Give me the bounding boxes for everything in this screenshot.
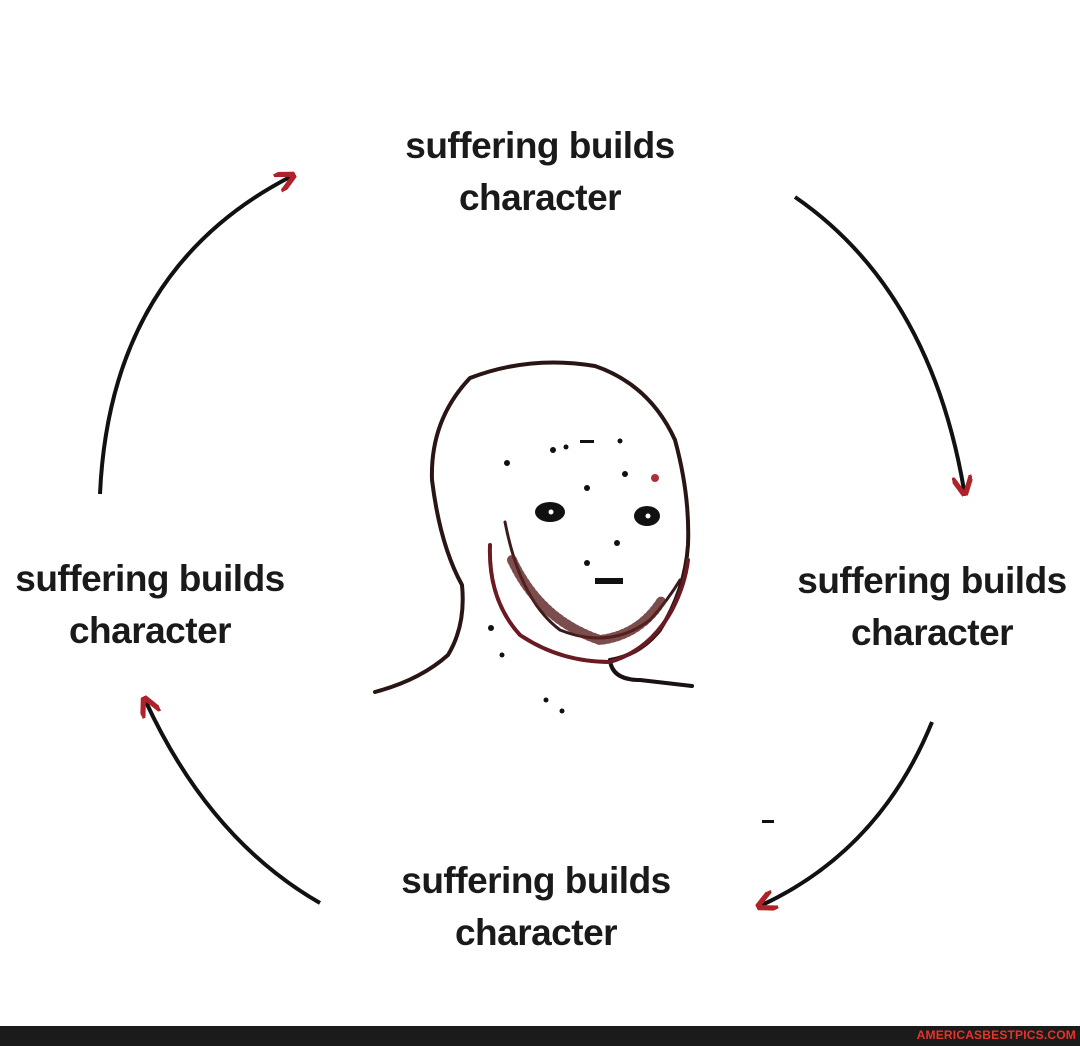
caption-line1: suffering builds (401, 860, 671, 901)
caption-line1: suffering builds (405, 125, 675, 166)
caption-line2: character (850, 612, 1014, 653)
caption-line1: suffering builds (797, 560, 1067, 601)
caption-line2: character (458, 177, 622, 218)
caption-left: suffering builds character (0, 553, 330, 657)
arrow-top-left (98, 177, 290, 495)
arrow-bottom-right (762, 721, 934, 905)
watermark-bar: AMERICASBESTPICS.COM (0, 1026, 1080, 1046)
arrow-bottom-left (146, 702, 321, 905)
caption-bottom: suffering builds character (356, 855, 716, 959)
arrow-top-right (793, 195, 964, 490)
caption-line2: character (454, 912, 618, 953)
caption-right: suffering builds character (752, 555, 1080, 659)
caption-top: suffering builds character (360, 120, 720, 224)
caption-line2: character (68, 610, 232, 651)
watermark-text: AMERICASBESTPICS.COM (916, 1028, 1076, 1042)
caption-line1: suffering builds (15, 558, 285, 599)
wojak-face-icon (373, 360, 774, 823)
